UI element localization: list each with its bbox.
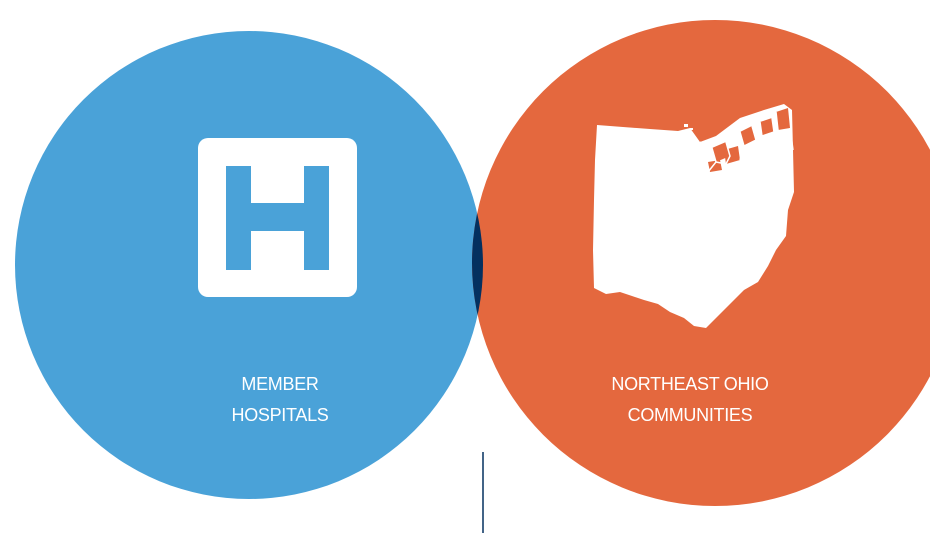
member-hospitals-label-line2: HOSPITALS [232, 405, 329, 425]
hospital-h-icon [198, 138, 357, 297]
member-hospitals-label-line1: MEMBER [241, 374, 319, 394]
northeast-ohio-communities-label-line1: NORTHEAST OHIO [611, 374, 768, 394]
ohio-map-icon [593, 104, 794, 328]
northeast-ohio-communities-label-line2: COMMUNITIES [628, 405, 753, 425]
